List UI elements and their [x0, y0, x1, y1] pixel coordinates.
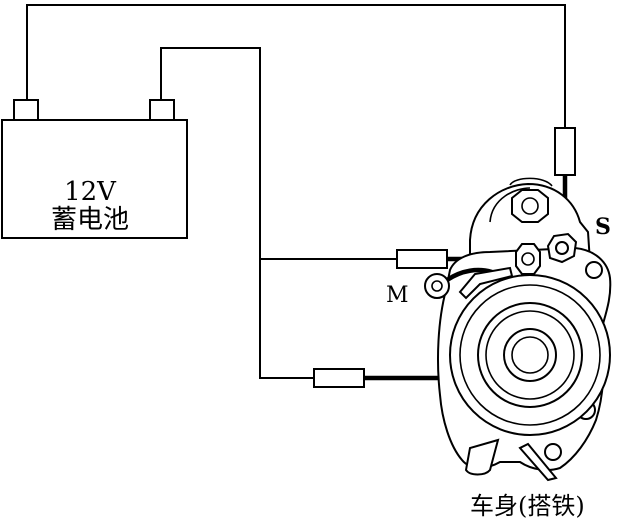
- solenoid-nut: [511, 189, 549, 223]
- terminal-s-label: S: [595, 214, 611, 240]
- terminal-m-label: M: [386, 283, 409, 308]
- mount-hole-top: [585, 261, 603, 279]
- terminal-m-bracket: [458, 266, 514, 300]
- mount-hole-lower: [544, 443, 562, 461]
- fuse-s: [554, 127, 576, 176]
- starter-motor: [424, 177, 612, 482]
- motor-hub-inner: [511, 336, 549, 374]
- terminal-s-screw: [555, 241, 569, 255]
- solenoid-edge: [489, 187, 531, 223]
- motor-cover-ring: [485, 310, 575, 400]
- solenoid-nut-hole: [521, 197, 539, 215]
- battery-body: [1, 119, 188, 239]
- motor-barrel-ring: [459, 284, 601, 426]
- terminal-m-ring-hole: [431, 280, 443, 292]
- fuse-ground: [313, 368, 365, 388]
- battery-terminal-right: [149, 99, 175, 121]
- terminal-m-nut-hole: [521, 252, 535, 266]
- battery-voltage-label: 12V: [64, 177, 117, 207]
- terminal-m-nut: [515, 243, 541, 275]
- wire-battery-to-s: [26, 4, 566, 128]
- ground-label: 车身(搭铁): [470, 492, 585, 520]
- battery-name-label: 蓄电池: [51, 205, 129, 235]
- wire-battery-to-ground: [160, 47, 314, 379]
- fuse-m: [396, 249, 448, 269]
- battery-terminal-left: [13, 99, 39, 121]
- drive-bracket: [464, 438, 500, 476]
- solenoid-collar: [509, 177, 553, 187]
- battery: 12V 蓄电池: [1, 99, 188, 239]
- terminal-m-ring: [424, 273, 450, 299]
- drive-lug: [518, 442, 558, 482]
